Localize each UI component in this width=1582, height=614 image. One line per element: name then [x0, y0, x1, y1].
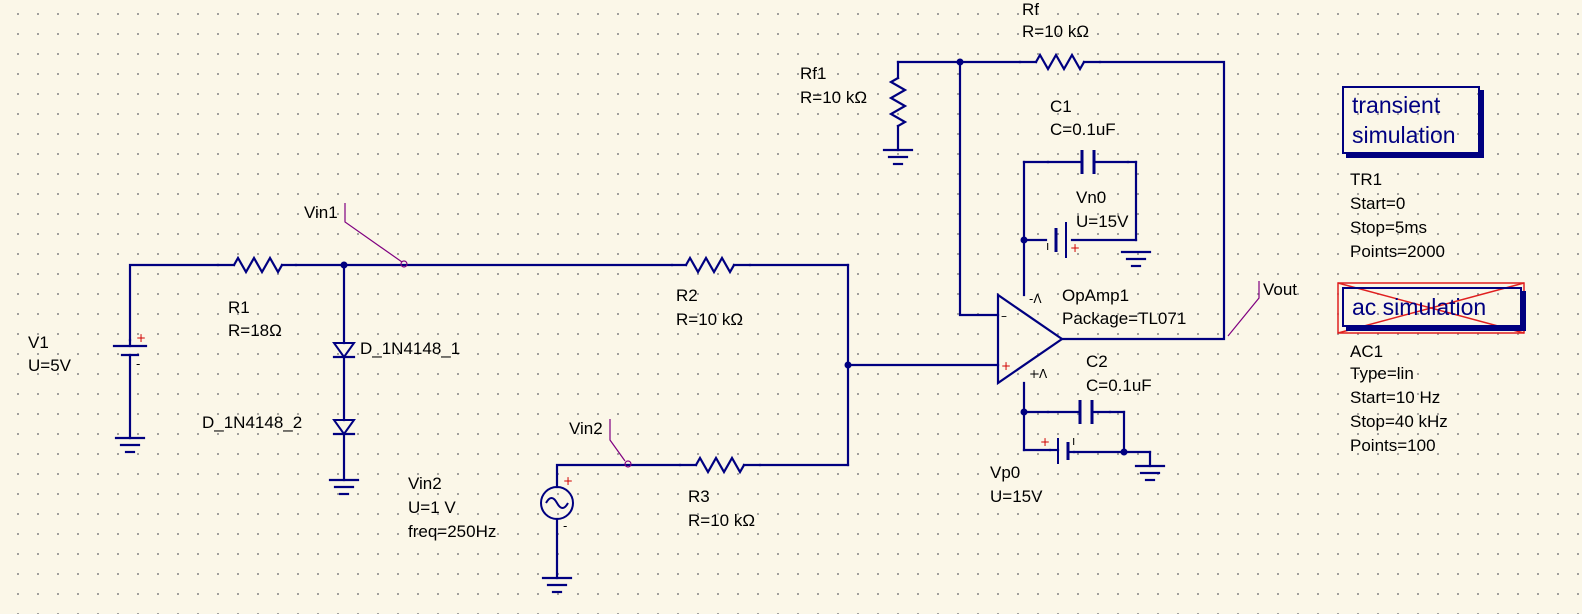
wire-vin2-r3[interactable] [555, 463, 850, 489]
rf-name: Rf [1022, 0, 1039, 19]
net-label-vin1[interactable]: Vin1 [304, 203, 338, 222]
r3-name: R3 [688, 487, 710, 506]
vin2-name: Vin2 [408, 474, 442, 493]
ac1-param-points: Points=100 [1350, 436, 1436, 455]
rf1-value: R=10 kΩ [800, 88, 868, 107]
wire-negative-supply[interactable] [1022, 160, 1138, 297]
ac-simulation-block[interactable]: ac simulation [1342, 287, 1522, 327]
battery-vn0[interactable]: ı + [1046, 222, 1080, 258]
net-label-vin2[interactable]: Vin2 [569, 419, 603, 438]
svg-text:+: + [1040, 435, 1050, 449]
svg-text:+Λ: +Λ [1029, 367, 1048, 381]
svg-text:-: - [136, 357, 140, 371]
c2-value: C=0.1uF [1086, 376, 1152, 395]
vp0-value: U=15V [990, 487, 1043, 506]
vin2-label-leader [609, 419, 632, 468]
r1-name: R1 [228, 298, 250, 317]
tr1-name: TR1 [1350, 170, 1383, 189]
r1-value: R=18Ω [228, 321, 282, 340]
r2-name: R2 [676, 286, 698, 305]
ground-vin2 [541, 576, 573, 594]
ac-simulation-title: ac simulation [1352, 294, 1487, 320]
junction-feedback [956, 58, 964, 66]
svg-text:ı: ı [1046, 239, 1049, 253]
vin1-label-leader [344, 203, 408, 268]
rf1-name: Rf1 [800, 64, 827, 83]
ground-vp0 [1134, 450, 1166, 482]
wire-v1-r1[interactable] [128, 263, 850, 342]
ground-vn0 [1120, 250, 1152, 268]
ac1-param-start: Start=10 Hz [1350, 388, 1441, 407]
d2-name: D_1N4148_2 [202, 413, 303, 432]
battery-vp0[interactable]: + ı [1040, 434, 1075, 464]
svg-text:-Λ: -Λ [1029, 292, 1042, 306]
opamp-triangle[interactable]: – + -Λ +Λ [996, 292, 1064, 386]
ac-source-vin2[interactable]: + - [540, 474, 574, 580]
vn0-name: Vn0 [1076, 188, 1107, 207]
svg-text:+: + [563, 474, 573, 488]
resistor-rf1[interactable] [888, 60, 908, 152]
vn0-value: U=15V [1076, 212, 1129, 231]
rf-value: R=10 kΩ [1022, 22, 1090, 41]
wire-feedback[interactable] [896, 60, 1226, 341]
ground-diodes [328, 478, 360, 496]
vout-label-leader [1227, 281, 1260, 337]
diode-d2[interactable] [332, 419, 356, 482]
net-label-vout[interactable]: Vout [1263, 280, 1298, 299]
svg-text:+: + [1070, 241, 1080, 255]
c2-name: C2 [1086, 352, 1108, 371]
resistor-r3[interactable] [678, 455, 762, 475]
v1-name: V1 [28, 333, 49, 352]
resistor-rf[interactable] [1018, 52, 1102, 72]
tr1-param-stop: Stop=5ms [1350, 218, 1428, 237]
transient-simulation-title: transient simulation [1352, 92, 1456, 148]
opamp-package: Package=TL071 [1062, 309, 1187, 328]
vin2-freq: freq=250Hz [408, 522, 497, 541]
resistor-r1[interactable] [216, 255, 298, 275]
r2-value: R=10 kΩ [676, 310, 744, 329]
tr1-param-start: Start=0 [1350, 194, 1406, 213]
ground-v1 [114, 436, 146, 454]
junction-vn0 [1020, 236, 1028, 244]
opamp-name: OpAmp1 [1062, 286, 1130, 305]
ac1-param-type: Type=lin [1350, 364, 1414, 383]
vin2-value: U=1 V [408, 498, 456, 517]
capacitor-c1[interactable] [1046, 150, 1130, 174]
svg-text:+: + [1001, 359, 1011, 373]
r3-value: R=10 kΩ [688, 511, 756, 530]
ac1-name: AC1 [1350, 342, 1384, 361]
transient-simulation-block[interactable]: transient simulation [1342, 86, 1480, 154]
wire-positive-supply[interactable] [1022, 381, 1152, 454]
d1-name: D_1N4148_1 [360, 339, 461, 358]
svg-text:–: – [1001, 309, 1007, 323]
tr1-param-points: Points=2000 [1350, 242, 1445, 261]
junction-c2 [1020, 408, 1028, 416]
ac-simulation-disabled-cross [1337, 282, 1525, 334]
junction-vp0 [1120, 448, 1128, 456]
junction-summing [844, 361, 852, 369]
ac1-param-stop: Stop=40 kHz [1350, 412, 1448, 431]
diode-d1[interactable] [332, 263, 356, 422]
c1-name: C1 [1050, 97, 1072, 116]
svg-text:ı: ı [1072, 434, 1075, 448]
wire-summing-node[interactable] [846, 263, 1000, 467]
v1-value: U=5V [28, 356, 71, 375]
ground-rf1 [882, 148, 914, 166]
battery-v1[interactable]: + - [112, 331, 148, 440]
c1-value: C=0.1uF [1050, 120, 1116, 139]
resistor-r2[interactable] [670, 255, 752, 275]
svg-text:+: + [136, 331, 146, 345]
svg-text:-: - [563, 519, 567, 533]
capacitor-c2[interactable] [1046, 400, 1112, 424]
vp0-name: Vp0 [990, 463, 1021, 482]
